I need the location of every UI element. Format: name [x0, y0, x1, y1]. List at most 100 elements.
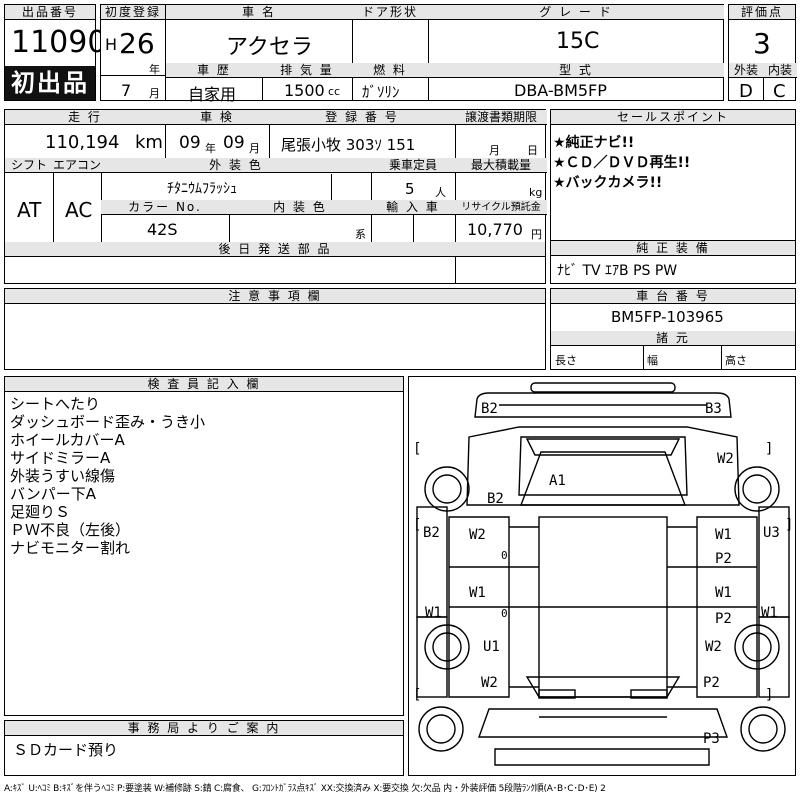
exterior-color: ﾁﾀﾆｳﾑﾌﾗｯｼｭ [167, 181, 237, 197]
chassis-number: BM5FP-103965 [611, 308, 724, 326]
displacement-unit: cc [328, 85, 341, 98]
equipment-label: 純 正 装 備 [551, 241, 795, 256]
length-label: 長さ [555, 354, 577, 367]
transfer-month-unit: 月 [489, 144, 500, 157]
exterior-label: 外装 [729, 63, 763, 78]
inspector-line: シートへたり [10, 395, 101, 413]
inspector-line: ＰＷ不良（左後） [10, 521, 131, 539]
inspector-line: ホイールカバーA [10, 431, 125, 449]
sales-points-label: セールスポイント [551, 110, 795, 125]
mark-w1-right-quarter: W1 [761, 605, 778, 621]
bracket-right-1: ] [765, 441, 774, 457]
mark-b2-hood: B2 [487, 491, 504, 507]
first-registration-box: 初度登録 H 26 年 7 月 [100, 4, 166, 101]
score: 3 [753, 27, 771, 60]
bracket-left-2: [ [413, 687, 422, 703]
specs-label: 諸 元 [551, 331, 795, 346]
year-unit: 年 [149, 63, 160, 76]
mark-p3-rear-bumper: P3 [703, 731, 720, 747]
mark-w2-rear-right-wheel: W2 [705, 639, 722, 655]
bracket-right-3: ] [785, 517, 794, 533]
history-label: 車 歴 [166, 63, 262, 78]
score-label: 評価点 [729, 5, 795, 20]
grade-label: グ レ ー ド [428, 5, 724, 20]
recycle-label: リサイクル預託金 [455, 200, 547, 215]
inspection-year-unit: 年 [205, 142, 216, 155]
legend: A:ｷｽﾞ U:ﾍｺﾐ B:ｷｽﾞを伴うﾍｺﾐ P:要塗装 W:補修跡 S:錆 … [4, 784, 606, 794]
shift: AT [17, 198, 42, 222]
mark-b2-left-side: B2 [423, 525, 440, 541]
first-listing-badge: 初出品 [5, 66, 95, 100]
color-no-label: カラー No. [101, 200, 229, 215]
interior-label: 内装 [763, 63, 797, 78]
registration-plate: 尾張小牧 303ｿ 151 [281, 136, 416, 154]
fuel: ｶﾞｿﾘﾝ [362, 83, 400, 101]
office-message: ＳＤカード預り [13, 741, 119, 759]
chassis-label: 車 台 番 号 [551, 289, 795, 304]
vehicle-info-box: 車 名 ドア形状 グ レ ー ド アクセラ 15C 車 歴 排 気 量 燃 料 … [166, 4, 724, 104]
first-reg-label: 初度登録 [101, 5, 165, 20]
reg-year: 26 [119, 27, 155, 60]
inspection-month-unit: 月 [249, 142, 260, 155]
capacity: 5 [405, 180, 415, 198]
mark-a1-windshield: A1 [549, 473, 566, 489]
inspection-year: 09 [179, 133, 201, 153]
reg-month: 7 [121, 81, 132, 100]
car-name-label: 車 名 [166, 5, 352, 20]
grade: 15C [556, 29, 600, 54]
mark-p2-rear-right: P2 [703, 675, 720, 691]
height-label: 高さ [725, 354, 747, 367]
equipment: ﾅﾋﾞ TV ｴｱB PS PW [557, 263, 678, 279]
lot-number: 11090 [11, 25, 107, 60]
mark-w2-rear-left: W2 [481, 675, 498, 691]
mileage-unit: km [135, 132, 163, 153]
sales-point-1: ★純正ナビ!! [553, 135, 635, 151]
mark-w1-left-quarter: W1 [425, 605, 442, 621]
lot-box: 出品番号 11090 初出品 [4, 4, 106, 101]
mark-w2-front-right-wheel: W2 [717, 451, 734, 467]
later-parts-label: 後 日 発 送 部 品 [5, 242, 545, 257]
inspector-line: ナビモニター割れ [10, 539, 131, 557]
sales-points-box: セールスポイント ★純正ナビ!! ★ＣＤ／ＤＶＤ再生!! ★バックカメラ!! [550, 109, 796, 241]
inspection-label: 車 検 [165, 110, 269, 125]
model-label: 型 式 [428, 63, 724, 78]
office-label: 事 務 局 よ り ご 案 内 [5, 721, 403, 736]
inspector-line: サイドミラーA [10, 449, 111, 467]
mark-u3-right-side: U3 [763, 525, 780, 541]
displacement: 1500 [284, 81, 325, 100]
chassis-box: 車 台 番 号 BM5FP-103965 諸 元 長さ 幅 高さ [550, 288, 796, 370]
equipment-box: 純 正 装 備 ﾅﾋﾞ TV ｴｱB PS PW [550, 241, 796, 284]
interior-color-label: 内 装 色 [229, 200, 371, 215]
interior-color-unit: 系 [355, 228, 366, 241]
import-label: 輸 入 車 [371, 200, 455, 215]
inspector-line: ダッシュボード歪み・うき小 [10, 413, 206, 431]
inspector-line: 足廻りＳ [10, 503, 71, 521]
recycle-unit: 円 [531, 228, 542, 241]
inspection-month: 09 [223, 133, 245, 153]
inspector-line: バンパー下A [10, 485, 97, 503]
bracket-right-2: ] [765, 687, 774, 703]
transfer-doc-label: 譲渡書類期限 [455, 110, 547, 125]
color-label: 外 装 色 [101, 158, 371, 173]
mark-w1-right-rear-door: W1 [715, 585, 732, 601]
capacity-unit: 人 [435, 186, 446, 199]
shift-label: シフト [5, 158, 53, 173]
interior-score: C [773, 81, 786, 102]
mark-b2-front-left: B2 [481, 401, 498, 417]
mark-w2-left-front-door: W2 [469, 527, 486, 543]
inspector-label: 検 査 員 記 入 欄 [5, 377, 403, 392]
transfer-day-unit: 日 [527, 144, 538, 157]
mark-b3-front-right: B3 [705, 401, 722, 417]
car-damage-diagram: B2 B3 [ ] W2 A1 B2 B2 U3 W2 0 W1 P2 W1 0… [408, 376, 796, 776]
era: H [105, 35, 118, 54]
month-unit: 月 [149, 87, 160, 100]
mark-w1-left-rear-door: W1 [469, 585, 486, 601]
mark-w1-right-front-door: W1 [715, 527, 732, 543]
car-name: アクセラ [226, 35, 313, 60]
car-outline-drawing [416, 382, 790, 766]
lot-label: 出品番号 [5, 5, 95, 20]
score-box: 評価点 3 外装 内装 D C [728, 4, 797, 102]
ac-label: エアコン [53, 158, 102, 173]
fuel-label: 燃 料 [352, 63, 428, 78]
details-box: 走 行 車 検 登 録 番 号 譲渡書類期限 110,194 km 09 年 0… [4, 109, 547, 284]
